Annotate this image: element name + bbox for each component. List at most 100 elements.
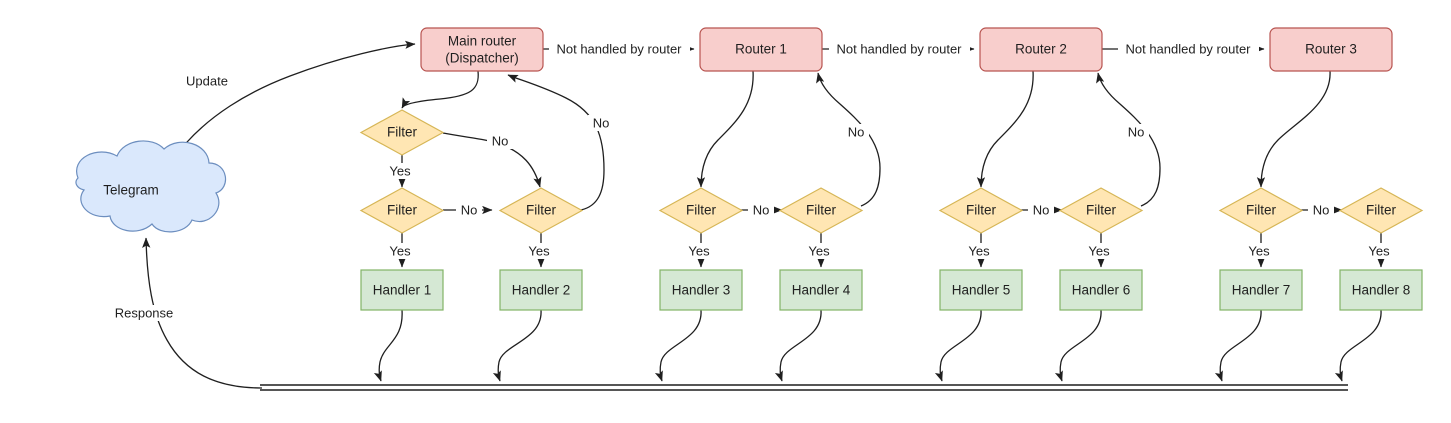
router-router-3[interactable]: Router 3 bbox=[1269, 27, 1393, 72]
edge-label-yes-1: Yes bbox=[382, 163, 416, 179]
edge-label-no-a2-text: No bbox=[461, 202, 478, 217]
filter-filter-2[interactable]: Filter bbox=[498, 187, 584, 234]
edge-label-yes-2-text: Yes bbox=[389, 243, 411, 258]
filter-filter-5[interactable]: Filter bbox=[938, 187, 1024, 234]
edge-handler7-to-bus bbox=[1214, 309, 1262, 382]
edge-label-yes-8: Yes bbox=[1241, 243, 1275, 259]
router-router-3-label: Router 3 bbox=[1305, 42, 1357, 57]
handler-handler-2[interactable]: Handler 2 bbox=[499, 269, 583, 311]
edge-handler6-to-bus bbox=[1054, 309, 1102, 382]
edge-handler4-to-bus bbox=[774, 309, 822, 382]
edge-label-not-handled-3: Not handled by router bbox=[1118, 41, 1259, 57]
edge-response bbox=[142, 237, 263, 389]
edge-label-no-c2: No bbox=[1123, 124, 1149, 140]
edge-label-yes-7: Yes bbox=[1081, 243, 1115, 259]
telegram-cloud-label: Telegram bbox=[103, 183, 159, 198]
filter-filter-1[interactable]: Filter bbox=[359, 187, 445, 234]
filter-filter-7-label: Filter bbox=[1246, 203, 1277, 218]
handler-handler-7-label: Handler 7 bbox=[1232, 283, 1291, 298]
filter-filter-8-label: Filter bbox=[1366, 203, 1397, 218]
filter-filter-8[interactable]: Filter bbox=[1338, 187, 1424, 234]
edge-label-update-text: Update bbox=[186, 73, 228, 88]
handler-handler-4-label: Handler 4 bbox=[792, 283, 851, 298]
filter-filter-1-label: Filter bbox=[387, 203, 418, 218]
edge-handler2-to-bus bbox=[492, 309, 542, 382]
edge-label-yes-4: Yes bbox=[681, 243, 715, 259]
router-main-router[interactable]: Main router (Dispatcher) bbox=[420, 27, 544, 72]
handler-handler-8[interactable]: Handler 8 bbox=[1339, 269, 1423, 311]
edge-filter2-no-to-mainrouter bbox=[507, 74, 605, 211]
edge-handler3-to-bus bbox=[654, 309, 702, 382]
edge-label-no-a1: No bbox=[487, 133, 513, 149]
edge-label-no-b2: No bbox=[843, 124, 869, 140]
edge-router1-to-filter3 bbox=[696, 70, 754, 188]
edge-label-yes-1-text: Yes bbox=[389, 163, 411, 178]
router-main-router-label-line2: (Dispatcher) bbox=[445, 51, 519, 66]
filter-filter-top-1-label: Filter bbox=[387, 125, 418, 140]
filter-filter-4[interactable]: Filter bbox=[778, 187, 864, 234]
edge-label-yes-3-text: Yes bbox=[528, 243, 550, 258]
edge-label-response-text: Response bbox=[115, 305, 174, 320]
edge-label-yes-6-text: Yes bbox=[968, 243, 990, 258]
handler-handler-6[interactable]: Handler 6 bbox=[1059, 269, 1143, 311]
router-router-2-label: Router 2 bbox=[1015, 42, 1067, 57]
handler-handler-7[interactable]: Handler 7 bbox=[1219, 269, 1303, 311]
edge-label-no-b1: No bbox=[748, 202, 774, 219]
edge-label-yes-3: Yes bbox=[521, 243, 555, 259]
handler-handler-5[interactable]: Handler 5 bbox=[939, 269, 1023, 311]
edge-label-no-c1-text: No bbox=[1033, 202, 1050, 217]
edge-handler8-to-bus bbox=[1334, 309, 1382, 382]
edge-label-no-b2-text: No bbox=[848, 124, 865, 139]
filter-filter-top-1[interactable]: Filter bbox=[359, 109, 445, 156]
handler-handler-3-label: Handler 3 bbox=[672, 283, 731, 298]
response-bus bbox=[260, 384, 1348, 391]
edge-label-no-a2: No bbox=[456, 202, 482, 219]
edge-label-yes-7-text: Yes bbox=[1088, 243, 1110, 258]
edge-mainrouter-to-filter-top bbox=[401, 70, 479, 109]
edge-label-yes-4-text: Yes bbox=[688, 243, 710, 258]
edge-label-yes-9: Yes bbox=[1361, 243, 1395, 259]
filter-filter-3-label: Filter bbox=[686, 203, 717, 218]
filter-filter-6[interactable]: Filter bbox=[1058, 187, 1144, 234]
edge-label-yes-2: Yes bbox=[382, 243, 416, 259]
edge-label-no-a3-text: No bbox=[593, 115, 610, 130]
edge-label-yes-6: Yes bbox=[961, 243, 995, 259]
handler-handler-5-label: Handler 5 bbox=[952, 283, 1011, 298]
filter-filter-3[interactable]: Filter bbox=[658, 187, 744, 234]
edge-label-yes-9-text: Yes bbox=[1368, 243, 1390, 258]
edge-label-yes-5-text: Yes bbox=[808, 243, 830, 258]
edge-label-no-c2-text: No bbox=[1128, 124, 1145, 139]
edge-label-response: Response bbox=[108, 305, 180, 321]
edge-label-no-d1-text: No bbox=[1313, 202, 1330, 217]
edge-label-no-a3: No bbox=[588, 115, 614, 131]
handler-handler-8-label: Handler 8 bbox=[1352, 283, 1411, 298]
edge-label-no-d1: No bbox=[1308, 202, 1334, 219]
router-router-1-label: Router 1 bbox=[735, 42, 787, 57]
edge-label-update: Update bbox=[180, 73, 234, 89]
handler-handler-6-label: Handler 6 bbox=[1072, 283, 1131, 298]
edge-label-yes-8-text: Yes bbox=[1248, 243, 1270, 258]
edge-router3-to-filter7 bbox=[1256, 70, 1331, 188]
handler-handler-2-label: Handler 2 bbox=[512, 283, 571, 298]
edge-label-not-handled-3-text: Not handled by router bbox=[1125, 41, 1251, 56]
router-router-1[interactable]: Router 1 bbox=[699, 27, 823, 72]
router-router-2[interactable]: Router 2 bbox=[979, 27, 1103, 72]
filter-filter-6-label: Filter bbox=[1086, 203, 1117, 218]
edge-handler5-to-bus bbox=[934, 309, 982, 382]
filter-filter-7[interactable]: Filter bbox=[1218, 187, 1304, 234]
edge-router2-to-filter5 bbox=[976, 70, 1034, 188]
router-main-router-label-line1: Main router bbox=[448, 34, 517, 49]
telegram-cloud[interactable]: Telegram bbox=[75, 140, 226, 233]
handler-handler-1-label: Handler 1 bbox=[373, 283, 432, 298]
edge-label-not-handled-2-text: Not handled by router bbox=[836, 41, 962, 56]
edge-label-no-a1-text: No bbox=[492, 133, 509, 148]
edge-label-no-b1-text: No bbox=[753, 202, 770, 217]
edge-label-not-handled-1-text: Not handled by router bbox=[556, 41, 682, 56]
handler-handler-3[interactable]: Handler 3 bbox=[659, 269, 743, 311]
handler-handler-4[interactable]: Handler 4 bbox=[779, 269, 863, 311]
handler-handler-1[interactable]: Handler 1 bbox=[360, 269, 444, 311]
filter-filter-2-label: Filter bbox=[526, 203, 557, 218]
edge-label-not-handled-1: Not handled by router bbox=[549, 41, 690, 57]
edge-label-yes-5: Yes bbox=[801, 243, 835, 259]
